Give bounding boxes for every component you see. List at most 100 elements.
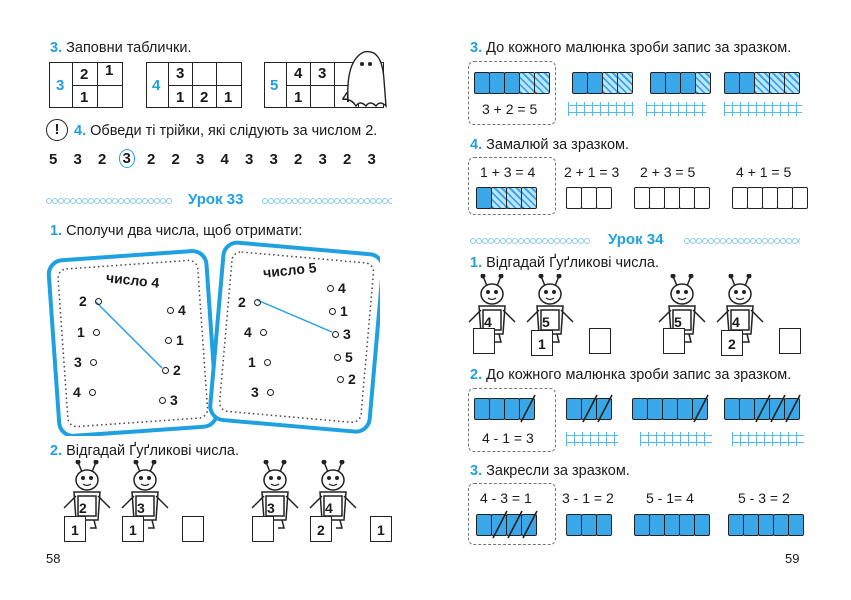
counting-square	[489, 72, 505, 94]
number-card	[252, 516, 274, 542]
right-ex2-heading: 2. До кожного малюнка зроби запис за зра…	[470, 367, 792, 383]
robot-number: 2	[79, 500, 87, 516]
sample-equation-3: 4 - 1 = 3	[482, 430, 534, 446]
left-ex1-heading: 1. Сполучи два числа, щоб отримати:	[50, 223, 303, 239]
connect-dot	[264, 359, 271, 366]
connect-dot	[89, 389, 96, 396]
sequence-digit: 3	[367, 151, 376, 168]
counting-square	[777, 187, 793, 209]
counting-square	[519, 72, 535, 94]
counting-square	[534, 72, 550, 94]
card-value: 1	[71, 522, 79, 538]
number-card: 1	[370, 516, 392, 542]
sample-equation-1: 3 + 2 = 5	[482, 101, 538, 117]
counting-square	[743, 514, 759, 536]
circled-digit: 3	[118, 149, 135, 168]
sequence-digit: 3	[73, 151, 82, 168]
card-number: 3	[343, 326, 351, 342]
counting-square	[649, 187, 665, 209]
counting-square	[596, 514, 612, 536]
counting-square	[491, 187, 507, 209]
counting-square	[773, 514, 789, 536]
connect-dot	[90, 359, 97, 366]
sequence-digit: 5	[49, 151, 58, 168]
robot-number: 3	[137, 500, 145, 516]
connect-dot	[337, 376, 344, 383]
card-number: 1	[340, 303, 348, 319]
counting-square	[664, 187, 680, 209]
right-ex3b-heading: 3. Закресли за зразком.	[470, 463, 630, 479]
card-value: 1	[538, 336, 546, 352]
robot-number: 5	[674, 314, 682, 330]
number-card: 2	[721, 330, 743, 356]
number-card	[473, 328, 495, 354]
number-card	[663, 328, 685, 354]
addition-label: 1 + 3 = 4	[480, 164, 536, 180]
strike-lines	[582, 394, 613, 423]
counting-square	[769, 72, 785, 94]
sample-box-1	[468, 61, 556, 125]
strike-lines	[492, 510, 538, 539]
counting-square	[732, 187, 748, 209]
counting-square	[602, 72, 618, 94]
counting-square	[754, 72, 770, 94]
robot-number: 4	[732, 314, 740, 330]
number-card	[779, 328, 801, 354]
card-number: 1	[176, 332, 184, 348]
counting-square	[758, 514, 774, 536]
strike-lines	[520, 394, 536, 423]
counting-square	[521, 187, 537, 209]
card-number: 2	[173, 362, 181, 378]
counting-square	[665, 72, 681, 94]
counting-square	[788, 514, 804, 536]
card-value: 1	[129, 522, 137, 538]
subtraction-label: 5 - 1= 4	[646, 490, 694, 506]
card-value: 2	[317, 522, 325, 538]
counting-square	[694, 187, 710, 209]
connect-dot	[93, 329, 100, 336]
counting-square	[566, 187, 582, 209]
robot-number: 4	[484, 314, 492, 330]
lesson-divider-right-2	[684, 238, 800, 244]
answer-grid	[566, 432, 618, 446]
counting-square	[617, 72, 633, 94]
card-number: 4	[178, 302, 186, 318]
robot-illustration-icon	[658, 274, 764, 343]
answer-grid	[724, 102, 802, 116]
counting-square	[581, 514, 597, 536]
addition-label: 2 + 1 = 3	[564, 164, 620, 180]
counting-square	[664, 514, 680, 536]
sequence-digit: 2	[343, 151, 352, 168]
counting-square	[762, 187, 778, 209]
counting-square	[634, 514, 650, 536]
sample-box-4	[468, 483, 556, 545]
number-card: 2	[310, 516, 332, 542]
counting-square	[650, 72, 666, 94]
answer-grid	[568, 102, 634, 116]
counting-square	[587, 72, 603, 94]
addition-label: 2 + 3 = 5	[640, 164, 696, 180]
connect-dot	[95, 298, 102, 305]
page-number-left: 58	[46, 551, 61, 566]
card-number: 1	[77, 324, 85, 340]
counting-square	[596, 187, 612, 209]
number-card: 1	[64, 516, 86, 542]
matching-cards	[46, 240, 380, 436]
sequence-digit: 2	[98, 151, 107, 168]
card-number: 4	[338, 280, 346, 296]
subtraction-label: 4 - 3 = 1	[480, 490, 532, 506]
robot-number: 4	[325, 500, 333, 516]
sequence-digit: 2	[171, 151, 180, 168]
left-ex4-heading: 4. Обведи ті трійки, які слідують за чис…	[74, 123, 378, 139]
sequence-digit: 2	[294, 151, 303, 168]
right-ex3-heading: 3. До кожного малюнка зроби запис за зра…	[470, 40, 792, 56]
subtraction-label: 5 - 3 = 2	[738, 490, 790, 506]
card-number: 2	[238, 294, 246, 310]
counting-square	[679, 514, 695, 536]
robot-number: 5	[542, 314, 550, 330]
connect-dot	[332, 331, 339, 338]
robot-illustration-icon	[251, 460, 357, 529]
left-ex2-heading: 2. Відгадай Ґуґликові числа.	[50, 443, 240, 459]
card-number: 3	[74, 354, 82, 370]
